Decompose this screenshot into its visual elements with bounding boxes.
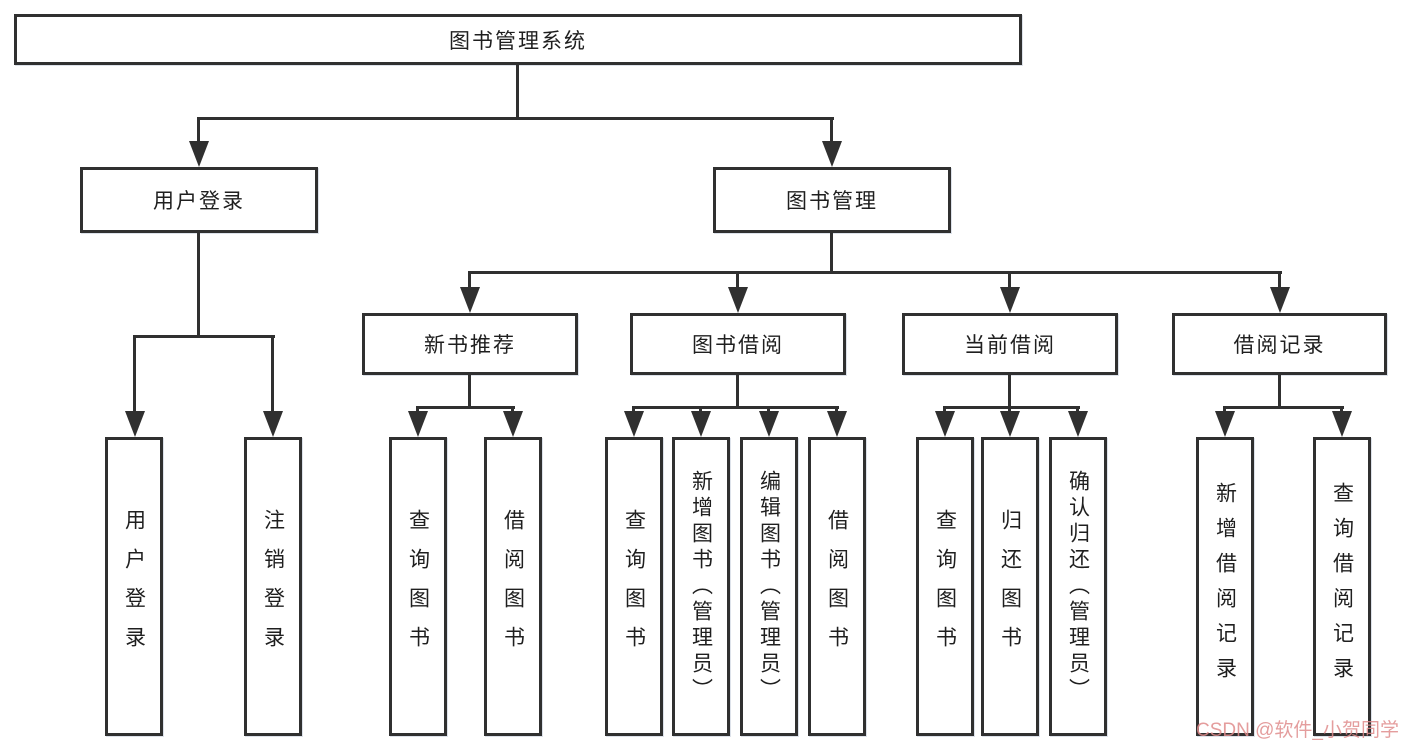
connector-borrowing-bar [632, 406, 839, 409]
arrow-down-icon [1000, 411, 1020, 437]
arrow-down-icon [1332, 411, 1352, 437]
arrow-down-icon [1068, 411, 1088, 437]
leaf-borrowing-edit: 编辑图书（管理员） [740, 437, 798, 736]
node-current-borrow-label: 当前借阅 [964, 334, 1056, 357]
leaf-new-books-query-label: 查询图书 [406, 508, 430, 665]
connector-to-leaf [1340, 406, 1343, 415]
arrow-down-icon [759, 411, 779, 437]
connector-borrow-records-bar [1223, 406, 1344, 409]
connector-to-leaf [416, 406, 419, 415]
arrow-down-icon [1000, 287, 1020, 313]
arrow-down-icon [822, 141, 842, 167]
node-borrow-records-label: 借阅记录 [1233, 334, 1326, 357]
connector-current-borrow-bar [943, 406, 1080, 409]
connector-user-login-bar [133, 335, 275, 338]
connector-new-books-bar [416, 406, 515, 409]
arrow-down-icon [728, 287, 748, 313]
connector-to-leaf [632, 406, 635, 415]
leaf-records-add-label: 新增借阅记录 [1213, 481, 1237, 692]
leaf-borrowing-add: 新增图书（管理员） [672, 437, 730, 736]
leaf-new-books-borrow-label: 借阅图书 [501, 508, 525, 665]
connector-to-leaf [835, 406, 838, 415]
arrow-down-icon [503, 411, 523, 437]
connector-to-new-books [468, 271, 471, 291]
connector-to-leaf [767, 406, 770, 415]
arrow-down-icon [1215, 411, 1235, 437]
connector-to-borrow-records [1278, 271, 1281, 291]
arrow-down-icon [1270, 287, 1290, 313]
leaf-logout-label: 注销登录 [261, 508, 285, 665]
connector-to-leaf [1223, 406, 1226, 415]
connector-to-leaf [1076, 406, 1079, 415]
arrow-down-icon [460, 287, 480, 313]
leaf-borrowing-query: 查询图书 [605, 437, 663, 736]
node-root: 图书管理系统 [14, 14, 1022, 65]
node-borrow-records: 借阅记录 [1172, 313, 1387, 375]
leaf-borrowing-borrow: 借阅图书 [808, 437, 866, 736]
watermark: CSDN @软件_小贺同学 [1196, 720, 1399, 741]
connector-borrowing-stem [736, 375, 739, 409]
connector-current-borrow-stem [1008, 375, 1011, 409]
node-new-books-label: 新书推荐 [424, 334, 516, 357]
node-user-login: 用户登录 [80, 167, 318, 233]
node-new-books: 新书推荐 [362, 313, 578, 375]
arrow-down-icon [827, 411, 847, 437]
connector-to-current-borrow [1008, 271, 1011, 291]
node-borrowing-label: 图书借阅 [692, 334, 784, 357]
leaf-current-query-label: 查询图书 [933, 508, 957, 665]
leaf-current-return: 归还图书 [981, 437, 1039, 736]
connector-root-bar [197, 117, 834, 120]
arrow-down-icon [408, 411, 428, 437]
leaf-current-confirm-return-label: 确认归还（管理员） [1066, 469, 1090, 704]
arrow-down-icon [263, 411, 283, 437]
connector-to-user-login [197, 117, 200, 147]
leaf-current-return-label: 归还图书 [998, 508, 1022, 665]
connector-to-leaf-user-login [133, 335, 136, 415]
arrow-down-icon [691, 411, 711, 437]
connector-new-books-stem [468, 375, 471, 409]
leaf-new-books-query: 查询图书 [389, 437, 447, 736]
arrow-down-icon [125, 411, 145, 437]
node-user-login-label: 用户登录 [153, 190, 245, 213]
arrow-down-icon [624, 411, 644, 437]
node-borrowing: 图书借阅 [630, 313, 846, 375]
leaf-current-confirm-return: 确认归还（管理员） [1049, 437, 1107, 736]
leaf-records-query-label: 查询借阅记录 [1330, 481, 1354, 692]
arrow-down-icon [189, 141, 209, 167]
node-book-mgmt-label: 图书管理 [786, 190, 878, 213]
connector-root-stem [516, 63, 519, 120]
connector-book-mgmt-stem [830, 233, 833, 274]
connector-borrow-records-stem [1278, 375, 1281, 409]
leaf-borrowing-borrow-label: 借阅图书 [825, 508, 849, 665]
leaf-borrowing-add-label: 新增图书（管理员） [689, 469, 713, 704]
leaf-records-add: 新增借阅记录 [1196, 437, 1254, 736]
node-book-mgmt: 图书管理 [713, 167, 951, 233]
connector-to-borrowing [736, 271, 739, 291]
connector-to-leaf [1008, 406, 1011, 415]
leaf-borrowing-edit-label: 编辑图书（管理员） [757, 469, 781, 704]
connector-user-login-stem [197, 233, 200, 338]
connector-book-mgmt-bar [468, 271, 1282, 274]
connector-to-leaf [511, 406, 514, 415]
leaf-records-query: 查询借阅记录 [1313, 437, 1371, 736]
connector-to-leaf-logout [271, 335, 274, 415]
leaf-user-login: 用户登录 [105, 437, 163, 736]
leaf-logout: 注销登录 [244, 437, 302, 736]
connector-to-leaf [699, 406, 702, 415]
connector-to-leaf [943, 406, 946, 415]
leaf-new-books-borrow: 借阅图书 [484, 437, 542, 736]
node-root-label: 图书管理系统 [449, 29, 587, 53]
leaf-borrowing-query-label: 查询图书 [622, 508, 646, 665]
leaf-user-login-label: 用户登录 [122, 508, 146, 665]
arrow-down-icon [935, 411, 955, 437]
node-current-borrow: 当前借阅 [902, 313, 1118, 375]
connector-to-book-mgmt [830, 117, 833, 147]
leaf-current-query: 查询图书 [916, 437, 974, 736]
